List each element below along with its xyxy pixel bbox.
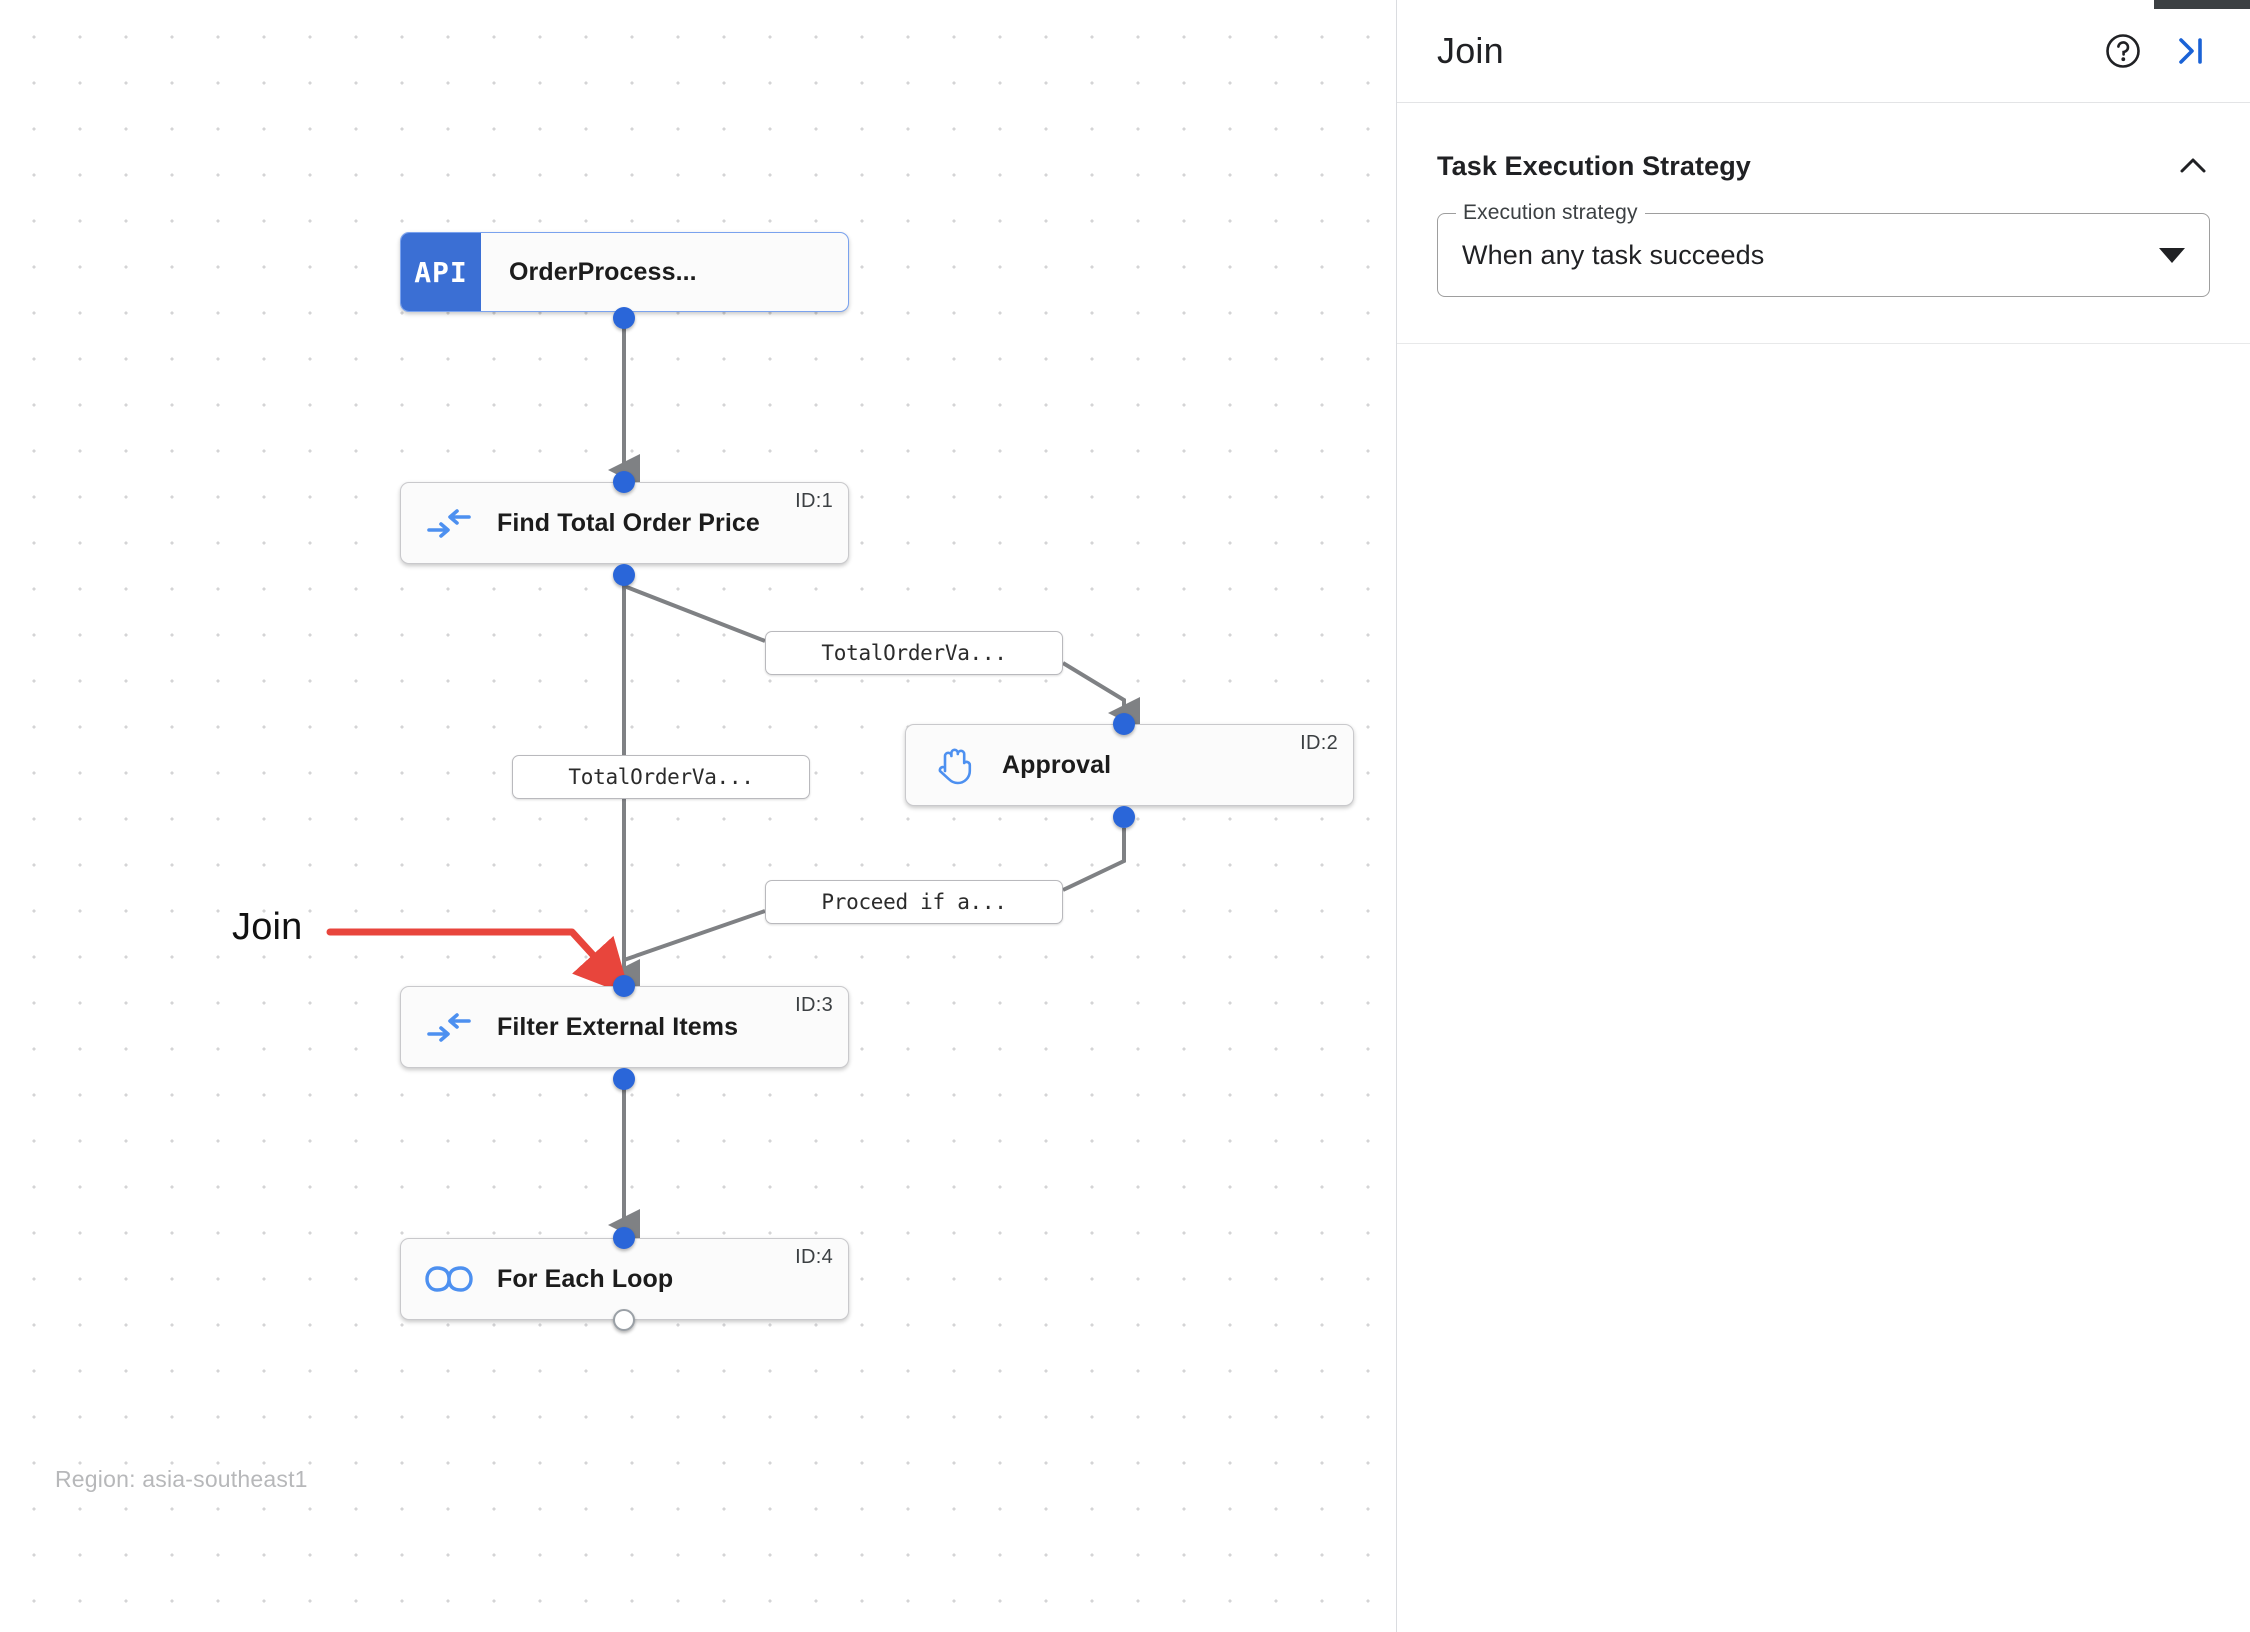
node-filter-external-items[interactable]: Filter External Items ID:3 — [400, 986, 849, 1068]
node-approval[interactable]: Approval ID:2 — [905, 724, 1354, 806]
api-badge-icon: API — [401, 233, 481, 311]
merge-arrows-icon — [401, 506, 497, 540]
node-title: Find Total Order Price — [497, 508, 760, 537]
node-title: Filter External Items — [497, 1012, 739, 1041]
section-title: Task Execution Strategy — [1437, 150, 1751, 181]
port-task1-out[interactable] — [613, 564, 635, 586]
panel-header: Join — [1397, 0, 2250, 103]
execution-strategy-value: When any task succeeds — [1462, 239, 1765, 270]
execution-strategy-label: Execution strategy — [1456, 201, 1645, 225]
help-circle-icon[interactable] — [2100, 28, 2146, 74]
execution-strategy-select[interactable]: Execution strategy When any task succeed… — [1437, 201, 2210, 297]
hand-icon — [906, 744, 1002, 786]
region-label: Region: asia-southeast1 — [55, 1466, 308, 1492]
port-start-out[interactable] — [613, 307, 635, 329]
node-title: Approval — [1002, 750, 1112, 779]
port-task4-in[interactable] — [613, 1227, 635, 1249]
window-edge-strip — [2154, 0, 2250, 9]
collapse-panel-icon[interactable] — [2168, 28, 2214, 74]
section-header[interactable]: Task Execution Strategy — [1437, 149, 2210, 183]
infinity-icon — [401, 1264, 497, 1294]
task-execution-strategy-section: Task Execution Strategy Execution strate… — [1397, 103, 2250, 344]
properties-panel: Join Task Execution Strategy — [1396, 0, 2250, 1632]
annotation-arrow — [326, 928, 631, 997]
port-task3-out[interactable] — [613, 1068, 635, 1090]
port-task2-out[interactable] — [1113, 806, 1135, 828]
node-for-each-loop[interactable]: For Each Loop ID:4 — [400, 1238, 849, 1320]
workflow-canvas[interactable]: Join API OrderProcess... Find T — [0, 0, 1396, 1632]
node-id-badge: ID:4 — [795, 1246, 833, 1268]
node-id-badge: ID:1 — [795, 490, 833, 512]
dropdown-arrow-icon[interactable] — [2159, 247, 2185, 263]
port-task4-out[interactable] — [613, 1309, 635, 1331]
node-title: OrderProcess... — [509, 257, 697, 286]
node-id-badge: ID:2 — [1300, 732, 1338, 754]
edge-label-totalordervalue-2[interactable]: TotalOrderVa... — [512, 755, 810, 799]
port-task3-in[interactable] — [613, 975, 635, 997]
panel-title: Join — [1437, 30, 1504, 71]
node-title: For Each Loop — [497, 1264, 674, 1293]
node-find-total-order-price[interactable]: Find Total Order Price ID:1 — [400, 482, 849, 564]
port-task2-in[interactable] — [1113, 713, 1135, 735]
node-orderprocess[interactable]: API OrderProcess... — [400, 232, 849, 312]
edge-label-text: Proceed if a... — [821, 890, 1007, 914]
edge-label-totalordervalue-1[interactable]: TotalOrderVa... — [765, 631, 1063, 675]
edge-label-text: TotalOrderVa... — [821, 641, 1007, 665]
node-id-badge: ID:3 — [795, 994, 833, 1016]
edge-label-text: TotalOrderVa... — [568, 765, 754, 789]
chevron-up-icon[interactable] — [2176, 149, 2210, 183]
merge-arrows-icon — [401, 1010, 497, 1044]
annotation-label: Join — [232, 906, 303, 948]
port-task1-in[interactable] — [613, 471, 635, 493]
edge-label-proceed-if[interactable]: Proceed if a... — [765, 880, 1063, 924]
